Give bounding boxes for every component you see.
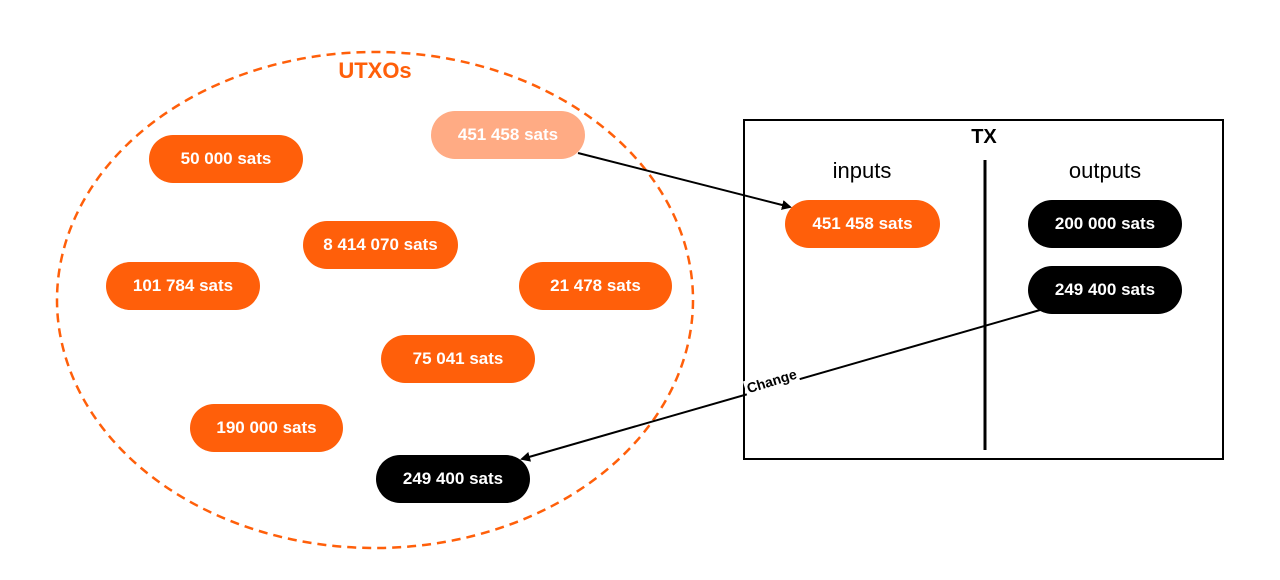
utxo-pill-selected: 451 458 sats xyxy=(431,111,585,159)
transaction-title: TX xyxy=(971,126,997,148)
utxo-pool-title: UTXOs xyxy=(338,58,412,83)
transaction-box xyxy=(743,119,1224,460)
utxo-pill: 75 041 sats xyxy=(381,335,535,383)
utxo-pill: 101 784 sats xyxy=(106,262,260,310)
spend-arrow xyxy=(577,152,792,210)
utxo-pill-change: 249 400 sats xyxy=(376,455,530,503)
tx-input-pill: 451 458 sats xyxy=(785,200,940,248)
tx-output-pill: 200 000 sats xyxy=(1028,200,1182,248)
utxo-pill: 190 000 sats xyxy=(190,404,343,452)
utxo-pill: 21 478 sats xyxy=(519,262,672,310)
inputs-heading: inputs xyxy=(832,158,892,183)
tx-output-pill-change: 249 400 sats xyxy=(1028,266,1182,314)
utxo-pool-boundary xyxy=(55,50,695,550)
utxo-pill: 8 414 070 sats xyxy=(303,221,458,269)
utxo-pill: 50 000 sats xyxy=(149,135,303,183)
outputs-heading: outputs xyxy=(1068,158,1142,183)
